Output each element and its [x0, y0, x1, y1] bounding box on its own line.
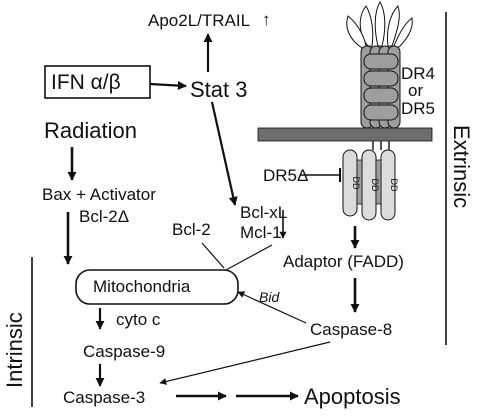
cell-membrane — [257, 127, 433, 142]
bid-label: Bid — [259, 289, 280, 305]
trail-ligand-icon — [346, 1, 413, 49]
apo2l-trail-label: Apo2L/TRAIL — [148, 11, 250, 30]
bcl2-delta-label: Bcl-2Δ — [79, 207, 129, 226]
death-domain-label-1: DD — [351, 177, 361, 190]
ifn-box — [44, 65, 151, 99]
dr5-delta-label: DR5Δ — [263, 166, 308, 185]
mitochondria-box — [75, 269, 239, 305]
or-label: or — [408, 81, 423, 100]
caspase3-label: Caspase-3 — [63, 388, 145, 407]
bcl2-inhibit-line — [201, 242, 225, 269]
caspase8-to-caspase3-arrow — [159, 341, 331, 385]
death-receptor: DD DD DD — [257, 1, 433, 221]
caspase9-label: Caspase-9 — [83, 342, 165, 361]
mitochondria-label: Mitochondria — [93, 277, 191, 296]
death-domain-label-3: DD — [389, 179, 399, 192]
ifn-to-stat3-arrow — [149, 81, 187, 91]
apoptosis-label: Apoptosis — [304, 384, 401, 409]
bcl2-label: Bcl-2 — [172, 220, 211, 239]
death-domain-label-2: DD — [370, 179, 380, 192]
bclxl-label: Bcl-xL — [240, 203, 287, 222]
dr4-label: DR4 — [401, 64, 435, 83]
adaptor-fadd-label: Adaptor (FADD) — [283, 252, 404, 271]
intrinsic-label: Intrinsic — [2, 312, 27, 388]
caspase8-label: Caspase-8 — [310, 320, 392, 339]
ifn-alpha-beta-label: IFN α/β — [51, 71, 121, 94]
apo2l-up-arrow: ↑ — [262, 10, 271, 29]
stat3-label: Stat 3 — [190, 77, 247, 102]
dr5-label: DR5 — [401, 99, 435, 118]
cyto-c-label: cyto c — [116, 310, 161, 329]
stat3-to-bclxl-arrow — [210, 101, 238, 206]
mcl1-label: Mcl-1 — [240, 223, 282, 242]
radiation-label: Radiation — [44, 118, 137, 143]
extrinsic-label: Extrinsic — [449, 125, 474, 208]
mcl1-inhibit-line — [225, 244, 273, 271]
pathway-arrows — [63, 33, 360, 401]
bax-activator-label: Bax + Activator — [42, 185, 156, 204]
bid-arrow — [237, 291, 307, 324]
